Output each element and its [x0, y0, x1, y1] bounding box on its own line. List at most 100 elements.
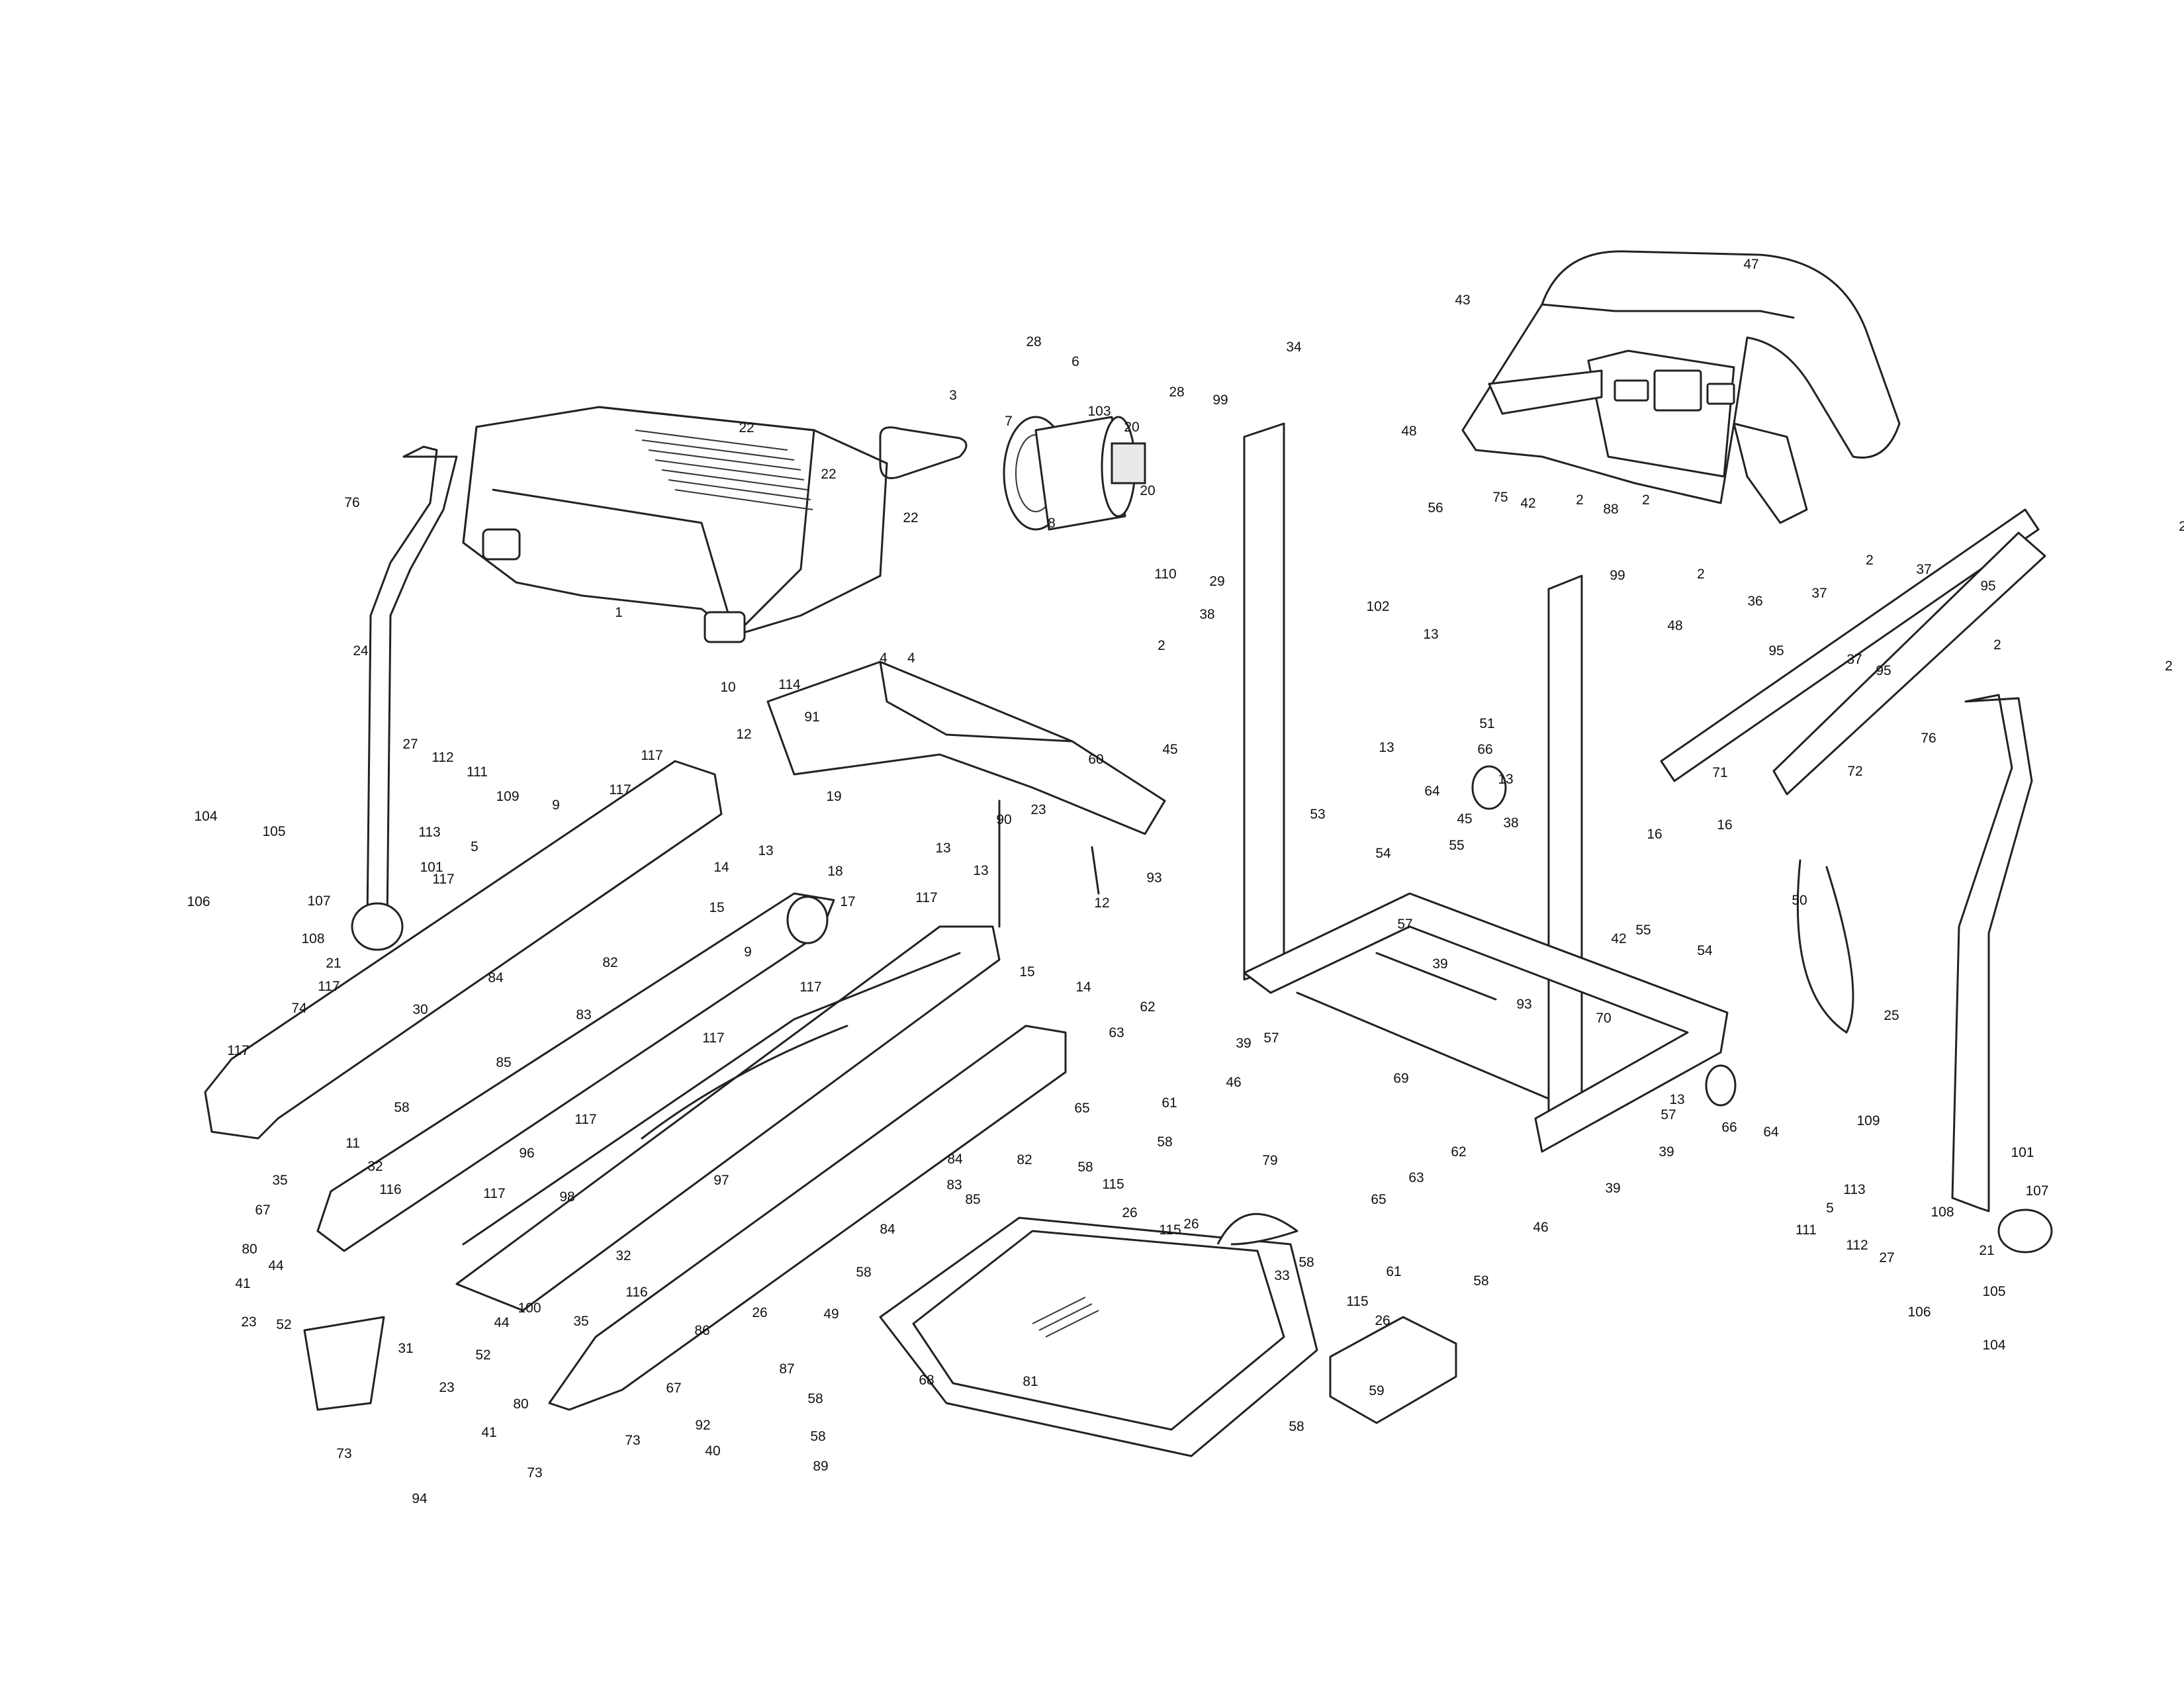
part-label-58-8: 58: [810, 1429, 825, 1444]
part-label-32-2: 32: [615, 1248, 631, 1263]
part-label-110: 110: [1154, 567, 1176, 582]
part-label-2-4: 2: [1697, 567, 1705, 582]
part-label-34: 34: [1286, 340, 1302, 355]
part-label-23: 23: [1030, 802, 1046, 817]
part-label-66: 66: [1477, 742, 1492, 757]
right-handrail-extension: [1772, 531, 2046, 796]
part-label-53: 53: [1310, 807, 1325, 822]
part-label-83-2: 83: [946, 1177, 962, 1193]
part-label-16-2: 16: [1717, 817, 1732, 833]
part-label-12: 12: [736, 727, 751, 742]
part-label-4: 4: [880, 651, 887, 666]
part-label-93: 93: [1146, 870, 1161, 886]
part-label-11: 11: [345, 1136, 360, 1151]
part-label-108: 108: [301, 931, 324, 946]
part-label-44: 44: [268, 1258, 284, 1273]
part-label-2-2: 2: [1576, 492, 1584, 508]
part-label-74: 74: [291, 1001, 307, 1016]
part-label-91: 91: [804, 709, 819, 725]
part-label-111-2: 111: [1796, 1222, 1817, 1238]
part-label-13-2: 13: [935, 841, 950, 856]
part-label-115-3: 115: [1346, 1294, 1368, 1309]
part-label-14: 14: [713, 860, 729, 875]
part-label-109: 109: [496, 789, 519, 804]
part-label-113: 113: [418, 825, 440, 840]
part-label-23-3: 23: [439, 1380, 454, 1395]
part-label-19: 19: [826, 789, 841, 804]
part-label-63: 63: [1109, 1025, 1124, 1040]
main-frame: [766, 661, 1166, 928]
part-label-61-2: 61: [1386, 1264, 1401, 1279]
part-label-13: 13: [758, 843, 773, 858]
part-label-25: 25: [1884, 1008, 1899, 1023]
part-label-117-6: 117: [915, 890, 937, 905]
part-label-66-2: 66: [1721, 1120, 1737, 1135]
part-label-116: 116: [379, 1182, 401, 1197]
part-label-57: 57: [1397, 917, 1412, 932]
uprights-and-base: [1243, 422, 1729, 1153]
part-label-42-2: 42: [1611, 931, 1626, 946]
part-label-96: 96: [519, 1146, 534, 1161]
part-label-59: 59: [1369, 1383, 1384, 1398]
part-label-37-2: 37: [1916, 562, 1931, 577]
part-label-58-3: 58: [1157, 1134, 1172, 1150]
part-label-113-2: 113: [1843, 1182, 1865, 1197]
part-label-32: 32: [367, 1159, 383, 1174]
part-label-82-2: 82: [1017, 1152, 1032, 1167]
part-label-111: 111: [467, 764, 488, 780]
part-label-65: 65: [1074, 1101, 1089, 1116]
part-label-104-2: 104: [1982, 1338, 2005, 1353]
part-label-16: 16: [1647, 827, 1662, 842]
part-label-13-4: 13: [1423, 627, 1438, 642]
part-label-39-2: 39: [1432, 956, 1447, 972]
part-label-28-2: 28: [1169, 385, 1184, 400]
part-label-117-9: 117: [574, 1112, 596, 1127]
part-label-54-2: 54: [1697, 943, 1713, 958]
part-label-2-7: 2: [2179, 519, 2184, 534]
part-label-50: 50: [1792, 893, 1807, 908]
part-label-87: 87: [779, 1361, 794, 1377]
part-label-84-2: 84: [947, 1152, 963, 1167]
part-label-41-2: 41: [481, 1425, 496, 1440]
part-label-80: 80: [242, 1242, 257, 1257]
part-label-26: 26: [1122, 1205, 1137, 1220]
part-label-15: 15: [709, 900, 724, 915]
part-label-105-2: 105: [1982, 1284, 2005, 1299]
part-label-89: 89: [813, 1459, 828, 1474]
part-label-4-2: 4: [907, 651, 915, 666]
part-label-73-2: 73: [527, 1465, 542, 1481]
part-label-41: 41: [235, 1276, 250, 1291]
front-wheel: [1471, 765, 1507, 810]
part-label-80-2: 80: [513, 1396, 528, 1412]
part-label-86: 86: [694, 1323, 709, 1338]
part-label-58-5: 58: [1298, 1255, 1314, 1270]
part-label-43: 43: [1455, 293, 1470, 308]
part-label-57-2: 57: [1263, 1030, 1279, 1046]
part-label-115: 115: [1102, 1177, 1124, 1192]
drive-motor: [1003, 416, 1146, 531]
part-label-58-4: 58: [856, 1265, 871, 1280]
part-label-117-2: 117: [609, 782, 631, 798]
part-label-20: 20: [1124, 420, 1139, 435]
part-label-70: 70: [1596, 1011, 1611, 1026]
motor-base-tray: [879, 1216, 1318, 1457]
part-label-45: 45: [1162, 742, 1177, 757]
left-handrail: [351, 445, 458, 951]
part-label-17: 17: [840, 894, 855, 909]
part-label-117-3: 117: [432, 872, 454, 887]
part-label-64: 64: [1424, 784, 1440, 799]
part-label-62-2: 62: [1451, 1144, 1466, 1160]
part-label-73-3: 73: [625, 1433, 640, 1448]
part-label-76: 76: [344, 495, 359, 510]
part-label-13-3: 13: [973, 863, 988, 878]
part-label-65-2: 65: [1371, 1192, 1386, 1207]
part-label-104: 104: [194, 809, 217, 824]
rear-wheel: [1705, 1064, 1737, 1107]
part-label-15-2: 15: [1019, 964, 1034, 980]
part-label-88: 88: [1603, 502, 1618, 517]
part-label-18: 18: [827, 864, 842, 879]
part-label-58-9: 58: [1289, 1419, 1304, 1434]
part-label-117-4: 117: [318, 979, 340, 994]
part-label-71: 71: [1712, 765, 1727, 780]
part-label-2-5: 2: [1866, 553, 1874, 568]
